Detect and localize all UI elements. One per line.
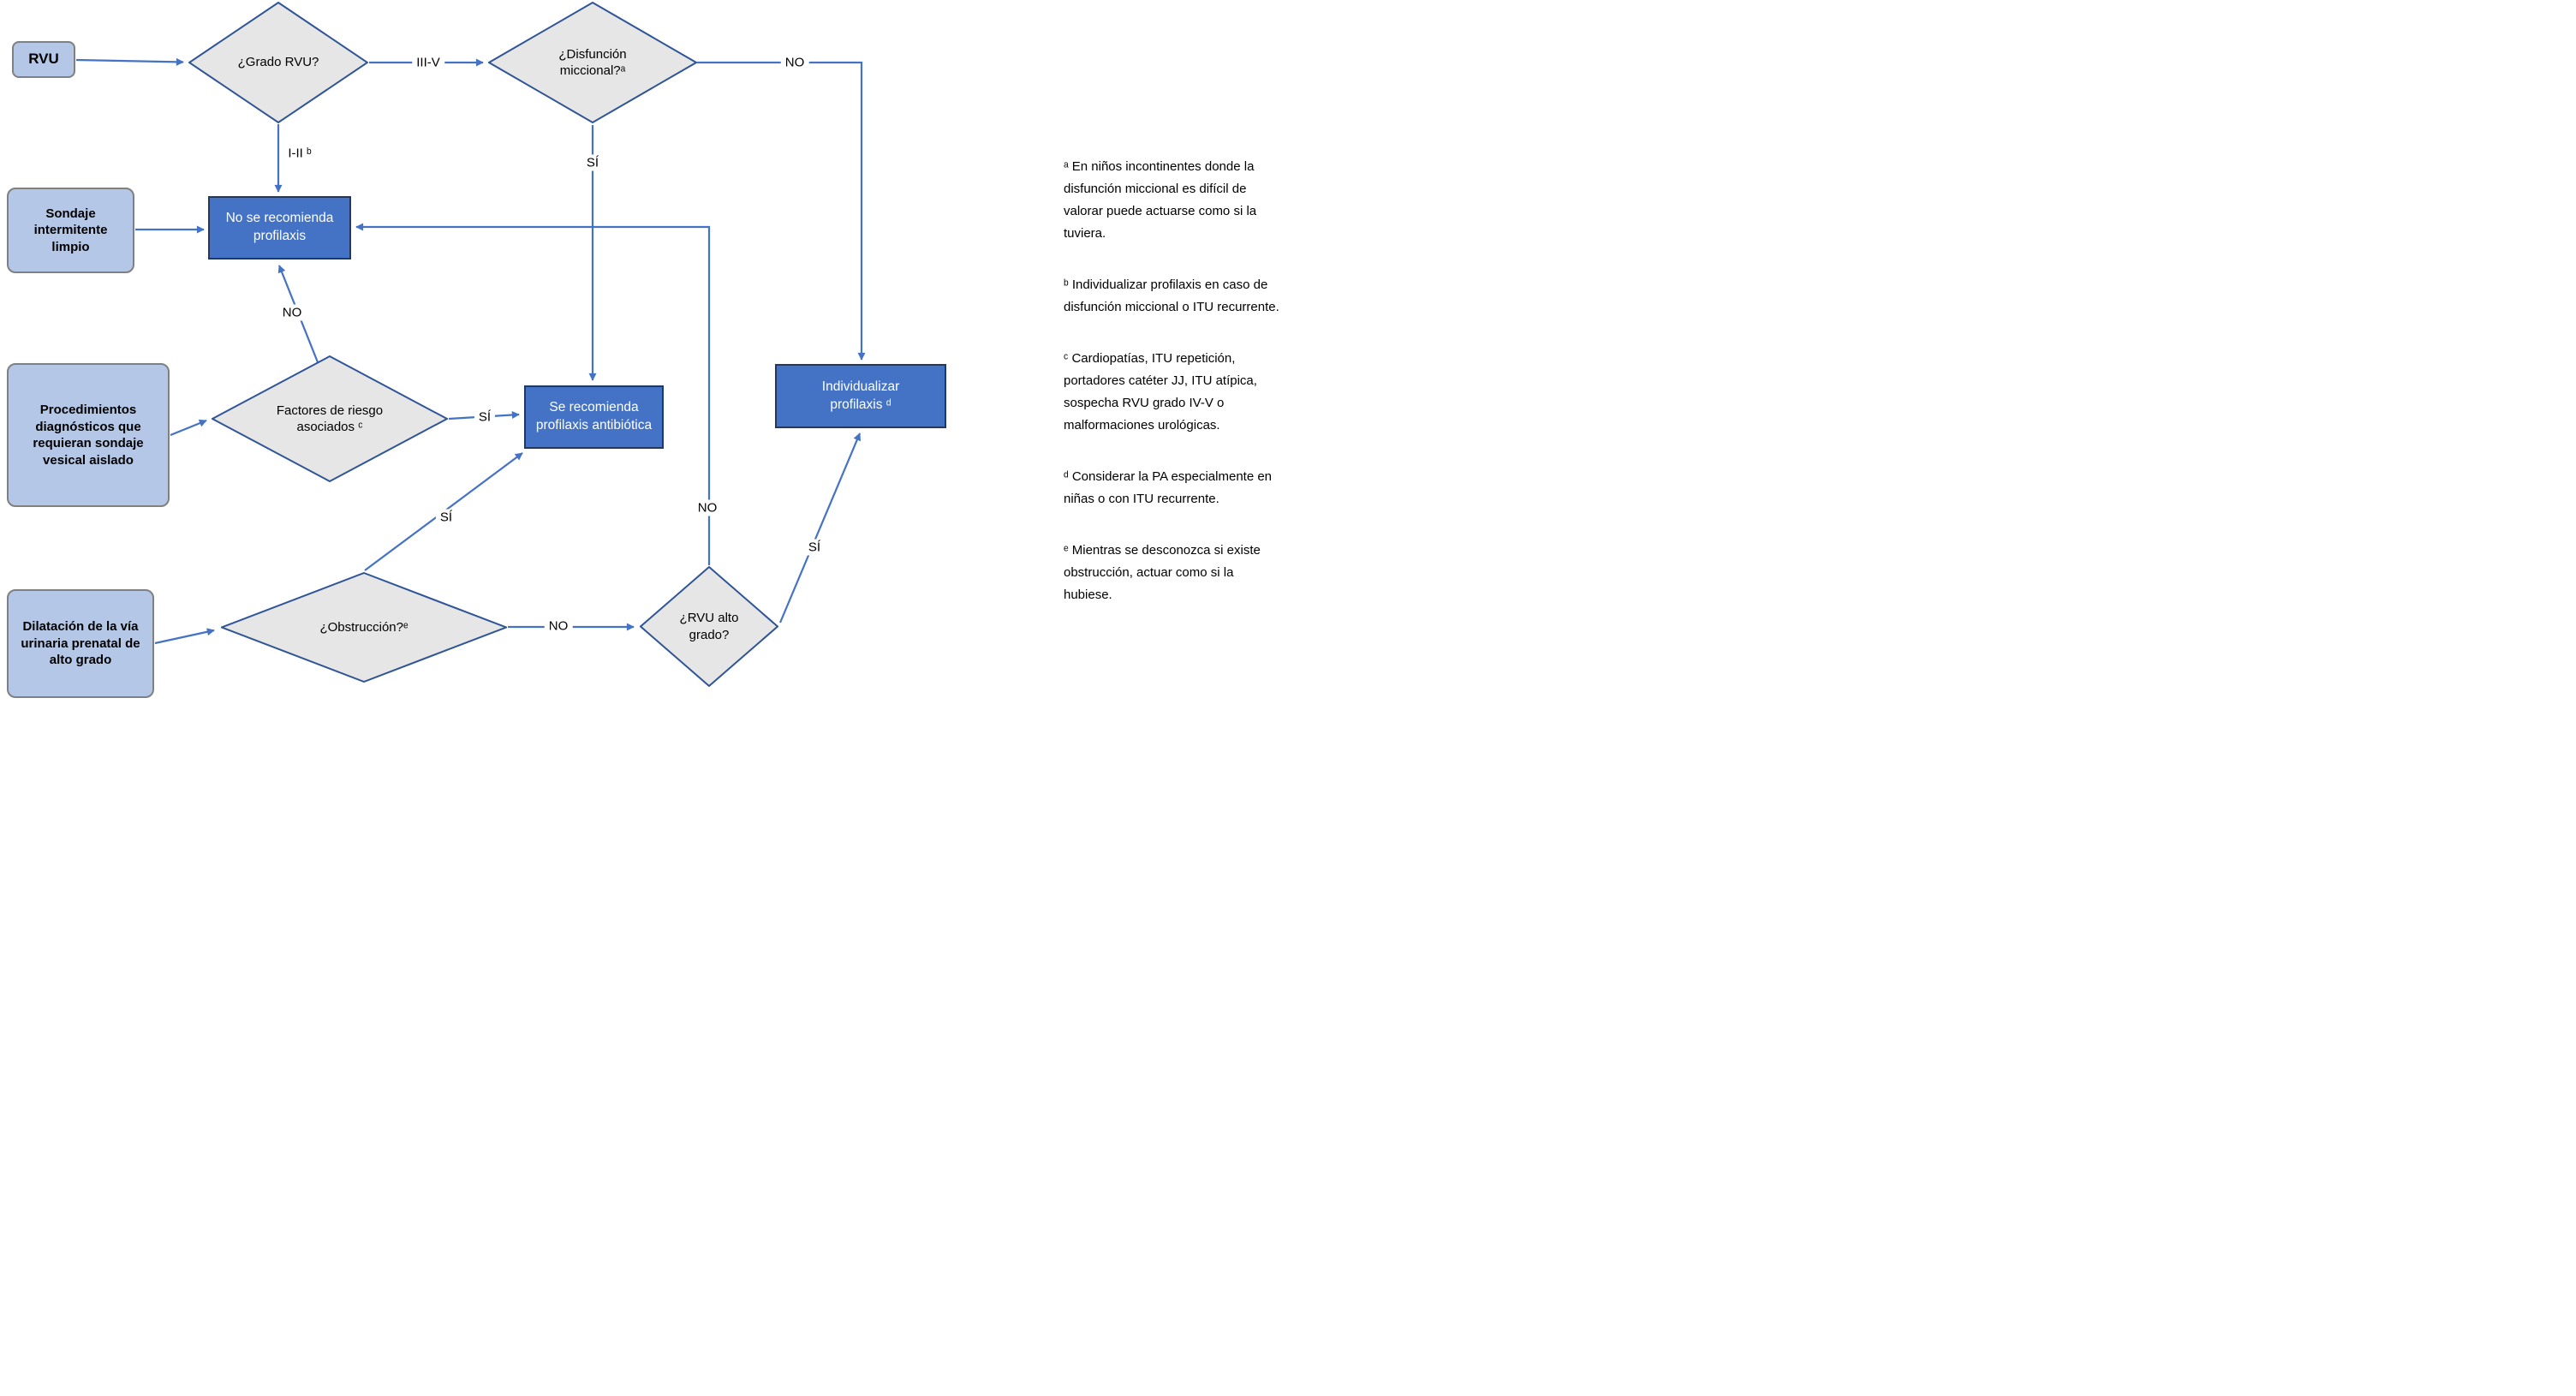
- flowchart-canvas: RVU ¿Grado RVU? ¿Disfunción miccional?ᵃ …: [0, 0, 1288, 698]
- start-node-rvu-label: RVU: [28, 51, 59, 68]
- start-node-sondaje: Sondaje intermitente limpio: [7, 188, 134, 273]
- edge-label-disfuncion-no: NO: [780, 54, 809, 71]
- edge-label-iii-v: III-V: [412, 54, 444, 71]
- edge-label-altogrado-si: SÍ: [803, 539, 826, 556]
- decision-obstruccion: ¿Obstrucción?ᵉ: [221, 572, 507, 683]
- edge-dilatacion-obstruccion: [154, 628, 215, 645]
- start-node-procedimientos: Procedimientos diagnósticos que requiera…: [7, 363, 170, 507]
- edge-label-obstruccion-si: SÍ: [435, 509, 457, 526]
- diamond-shape: [488, 2, 697, 123]
- edge-label-altogrado-no: NO: [693, 499, 722, 516]
- edge-label-obstruccion-no: NO: [544, 617, 573, 635]
- footnotes-column: ᵃ En niños incontinentes donde la disfun…: [1064, 156, 1279, 635]
- edge-altogrado-si-individualizar: [778, 433, 862, 623]
- start-node-dilatacion: Dilatación de la vía urinaria prenatal d…: [7, 589, 154, 698]
- diamond-shape: [221, 572, 507, 683]
- edge-label-disfuncion-si: SÍ: [581, 154, 604, 171]
- start-node-procedimientos-label: Procedimientos diagnósticos que requiera…: [33, 403, 144, 468]
- start-node-sondaje-label: Sondaje intermitente limpio: [33, 206, 108, 254]
- action-no-se-recomienda-profilaxis: No se recomienda profilaxis: [208, 196, 351, 260]
- edge-procedimientos-factores: [170, 419, 207, 437]
- decision-grado-rvu-label: ¿Grado RVU?: [237, 55, 319, 70]
- edge-label-factores-si: SÍ: [474, 409, 496, 426]
- footnote-b: ᵇ Individualizar profilaxis en caso de d…: [1064, 277, 1279, 314]
- edge-label-i-ii: I-II ᵇ: [283, 145, 316, 162]
- decision-disfuncion-miccional: ¿Disfunción miccional?ᵃ: [488, 2, 697, 123]
- edge-rvu-grado: [75, 57, 184, 66]
- action-se-recomienda-profilaxis: Se recomienda profilaxis antibiótica: [524, 385, 664, 449]
- diamond-shape: [640, 566, 778, 687]
- start-node-dilatacion-label: Dilatación de la vía urinaria prenatal d…: [21, 619, 140, 668]
- footnote-c: ᶜ Cardiopatías, ITU repetición, portador…: [1064, 351, 1257, 433]
- edge-disfuncion-no-individualizar: [697, 61, 866, 361]
- decision-obstruccion-label: ¿Obstrucción?ᵉ: [319, 619, 408, 635]
- action-se-recomienda-label: Se recomienda profilaxis antibiótica: [535, 400, 653, 433]
- start-node-rvu: RVU: [12, 41, 75, 78]
- edge-label-factores-no: NO: [277, 304, 307, 321]
- decision-rvu-alto-grado-label: ¿RVU alto grado?: [679, 611, 739, 642]
- decision-grado-rvu: ¿Grado RVU?: [188, 2, 368, 123]
- action-individualizar-profilaxis: Individualizar profilaxis ᵈ: [775, 364, 946, 428]
- action-no-se-recomienda-label: No se recomienda profilaxis: [225, 211, 334, 243]
- decision-disfuncion-miccional-label: ¿Disfunción miccional?ᵃ: [558, 46, 627, 79]
- decision-factores-riesgo-label: Factores de riesgo asociados ᶜ: [276, 403, 384, 435]
- decision-factores-riesgo: Factores de riesgo asociados ᶜ: [212, 355, 448, 482]
- edge-altogrado-no-noprofilaxis: [355, 223, 711, 565]
- footnote-e: ᵉ Mientras se desconozca si existe obstr…: [1064, 543, 1261, 602]
- footnote-d: ᵈ Considerar la PA especialmente en niña…: [1064, 469, 1273, 506]
- decision-rvu-alto-grado: ¿RVU alto grado?: [640, 566, 778, 687]
- diamond-shape: [188, 2, 368, 123]
- footnote-a: ᵃ En niños incontinentes donde la disfun…: [1064, 159, 1257, 241]
- action-individualizar-label: Individualizar profilaxis ᵈ: [821, 379, 900, 412]
- diamond-shape: [212, 355, 448, 482]
